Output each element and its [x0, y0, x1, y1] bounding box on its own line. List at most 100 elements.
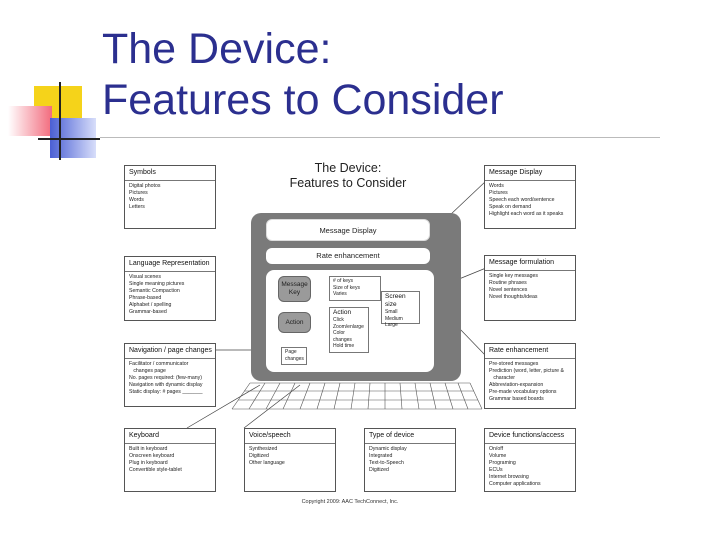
action-title: Action	[333, 309, 352, 316]
list-item: Digitized	[249, 453, 269, 459]
keys-box: # of keys Size of keys Varies	[329, 276, 381, 301]
navigation-title: Navigation / page changes	[125, 344, 215, 359]
list-item: Letters	[129, 204, 145, 210]
list-item: Static display: # pages _______	[129, 389, 203, 395]
list-item: Single meaning pictures	[129, 281, 185, 287]
language-list: Visual scenes Single meaning pictures Se…	[125, 272, 215, 318]
list-item: Phrase-based	[129, 295, 162, 301]
language-title: Language Representation	[125, 257, 215, 272]
type-box: Type of device Dynamic display Integrate…	[364, 428, 456, 492]
list-item: Volume	[489, 453, 507, 459]
page-changes-box: Page changes	[281, 347, 307, 365]
list-item: Abbreviation-expansion	[489, 382, 544, 388]
list-item: Dynamic display	[369, 446, 407, 452]
list-item: Internet browsing	[489, 474, 529, 480]
list-item: Pre-made vocabulary options	[489, 389, 557, 395]
device-functions-title: Device functions/access	[485, 429, 575, 444]
action-box: Action Click Zoom/enlarge Color changes …	[329, 307, 369, 353]
list-item: Grammar-based	[129, 309, 167, 315]
list-item: Alphabet / spelling	[129, 302, 172, 308]
list-item: Convertible style-tablet	[129, 467, 182, 473]
list-item: Computer applications	[489, 481, 541, 487]
list-item: Visual scenes	[129, 274, 161, 280]
keyboard-box: Keyboard Built in keyboard Onscreen keyb…	[124, 428, 216, 492]
list-item: character	[489, 375, 515, 381]
list-item: Onscreen keyboard	[129, 453, 175, 459]
voice-list: Synthesized Digitized Other language	[245, 444, 335, 469]
figure-title-line1: The Device:	[314, 161, 382, 175]
list-item: Digital photos	[129, 183, 161, 189]
list-item: Prediction (word, letter, picture &	[489, 368, 564, 374]
list-item: Novel sentences	[489, 287, 528, 293]
list-item: Synthesized	[249, 446, 278, 452]
list-item: Speech each word/sentence	[489, 197, 555, 203]
keys-item: Size of keys	[333, 284, 360, 291]
type-title: Type of device	[365, 429, 455, 444]
figure-title: The Device: Features to Consider	[268, 161, 428, 191]
list-item: Single key messages	[489, 273, 539, 279]
deco-rule-line	[100, 137, 660, 138]
rate-enhancement-box: Rate enhancement Pre-stored messages Pre…	[484, 343, 576, 409]
keyboard-title: Keyboard	[125, 429, 215, 444]
type-list: Dynamic display Integrated Text-to-Speec…	[365, 444, 455, 476]
navigation-box: Navigation / page changes Facilitator / …	[124, 343, 216, 407]
navigation-list: Facilitator / communicator changes page …	[125, 359, 215, 398]
device-message-display: Message Display	[266, 219, 430, 241]
list-item: Other language	[249, 460, 285, 466]
list-item: On/off	[489, 446, 504, 452]
list-item: Pre-stored messages	[489, 361, 539, 367]
list-item: Integrated	[369, 453, 393, 459]
list-item: Plug in keyboard	[129, 460, 168, 466]
symbols-box: Symbols Digital photos Pictures Words Le…	[124, 165, 216, 229]
screen-size-box: Screen size Small Medium Large	[381, 291, 420, 328]
deco-vertical-line	[59, 82, 61, 160]
message-display-box: Message Display Words Pictures Speech ea…	[484, 165, 576, 229]
copyright-text: Copyright 2009: AAC TechConnect, Inc.	[301, 499, 399, 505]
message-display-list: Words Pictures Speech each word/sentence…	[485, 181, 575, 220]
keys-item: # of keys	[333, 278, 354, 284]
list-item: Speak on demand	[489, 204, 532, 210]
device-functions-list: On/off Volume Programing ECUs Internet b…	[485, 444, 575, 490]
message-key: Message Key	[278, 276, 311, 302]
list-item: ECUs	[489, 467, 503, 473]
list-item: Novel thoughts/ideas	[489, 294, 538, 300]
list-item: Built in keyboard	[129, 446, 168, 452]
list-item: Navigation with dynamic display	[129, 382, 203, 388]
symbols-title: Symbols	[125, 166, 215, 181]
deco-pink-square	[8, 106, 52, 136]
voice-title: Voice/speech	[245, 429, 335, 444]
list-item: Digitized	[369, 467, 389, 473]
screen-size-title: Screen size	[385, 293, 406, 308]
action-item: Hold time	[333, 343, 355, 349]
list-item: Semantic Compaction	[129, 288, 180, 294]
list-item: Facilitator / communicator	[129, 361, 189, 367]
device-rate-enhancement: Rate enhancement	[266, 248, 430, 264]
symbols-list: Digital photos Pictures Words Letters	[125, 181, 215, 213]
message-formulation-list: Single key messages Routine phrases Nove…	[485, 271, 575, 303]
action-item: Click	[333, 317, 344, 323]
action-item: Zoom/enlarge	[333, 323, 364, 330]
screen-size-item: Large	[385, 322, 398, 328]
keyboard-list: Built in keyboard Onscreen keyboard Plug…	[125, 444, 215, 476]
list-item: Highlight each word as it speaks	[489, 211, 564, 217]
slide-title: The Device: Features to Consider	[102, 24, 504, 126]
message-display-title: Message Display	[485, 166, 575, 181]
list-item: Programing	[489, 460, 516, 466]
list-item: No. pages required: (few-many)	[129, 375, 202, 381]
screen-size-item: Small	[385, 309, 398, 315]
slide-title-line2: Features to Consider	[102, 76, 504, 124]
list-item: Text-to-Speech	[369, 460, 404, 466]
page-changes-label: Page changes	[285, 349, 304, 362]
message-formulation-box: Message formulation Single key messages …	[484, 255, 576, 321]
voice-box: Voice/speech Synthesized Digitized Other…	[244, 428, 336, 492]
message-formulation-title: Message formulation	[485, 256, 575, 271]
rate-enhancement-title: Rate enhancement	[485, 344, 575, 359]
action-key: Action	[278, 312, 311, 333]
list-item: Pictures	[129, 190, 148, 196]
rate-enhancement-list: Pre-stored messages Prediction (word, le…	[485, 359, 575, 405]
keys-item: Varies	[333, 291, 347, 297]
action-item: Color changes	[333, 330, 352, 343]
figure-title-line2: Features to Consider	[289, 176, 407, 190]
list-item: Words	[489, 183, 504, 189]
deco-horizontal-line	[38, 138, 100, 140]
